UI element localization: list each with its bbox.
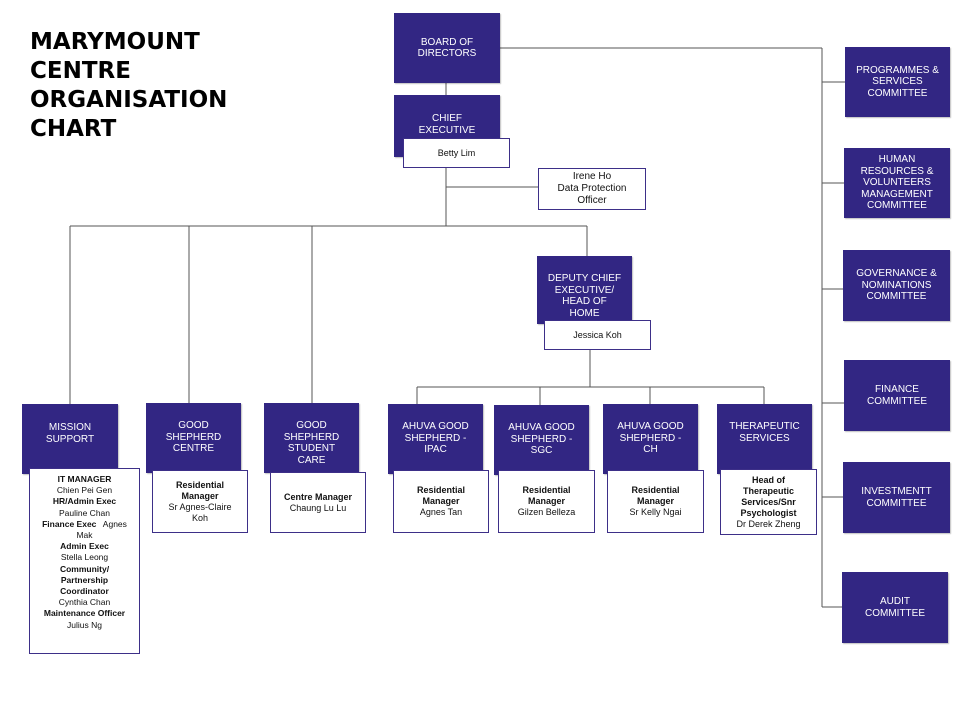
deputy-chief-executive-box: DEPUTY CHIEF EXECUTIVE/ HEAD OF HOME [537,256,632,324]
title-line: CHART [30,116,117,142]
programmes-services-committee-box: PROGRAMMES & SERVICES COMMITTEE [845,47,950,117]
good-shepherd-centre-box: GOOD SHEPHERD CENTRE [146,403,241,473]
dpo-name: Irene Ho [572,171,612,182]
chief-executive-name-text: Betty Lim [437,147,476,158]
staff-name: Agnes Tan [419,507,463,517]
staff-name: Chien Pei Gen [56,485,113,496]
finance-exec-line: Finance Exec Agnes Mak [34,519,135,541]
staff-title: Finance Exec [42,518,97,529]
staff-name: Chaung Lu Lu [289,502,347,513]
mission-support-box: MISSION SUPPORT [22,404,118,474]
staff-name: Gilzen Belleza [517,507,576,517]
staff-name: Stella Leong [60,552,109,563]
title-line: ORGANISATION [30,87,228,113]
board-of-directors-box: BOARD OF DIRECTORS [394,13,500,83]
therapeutic-services-box: THERAPEUTIC SERVICES [717,404,812,474]
staff-title: IT MANAGER [57,474,112,484]
staff-name: Cynthia Chan [58,597,111,608]
title-line: CENTRE [30,58,131,84]
staff-title: Admin Exec [60,541,109,552]
good-shepherd-student-care-box: GOOD SHEPHERD STUDENT CARE [264,403,359,473]
staff-name: Agnes Mak [76,518,127,541]
staff-title: Centre Manager [283,491,353,502]
ahuva-sgc-box: AHUVA GOOD SHEPHERD - SGC [494,405,589,475]
ahuva-ch-box: AHUVA GOOD SHEPHERD - CH [603,404,698,474]
staff-name: Dr Derek Zheng [736,518,801,529]
ahuva-ch-staff: Residential Manager Sr Kelly Ngai [607,470,704,533]
mission-support-staff: IT MANAGER Chien Pei Gen HR/Admin Exec P… [29,468,140,654]
deputy-name-text: Jessica Koh [573,329,622,340]
staff-name: Sr Kelly Ngai [629,507,682,517]
staff-title: Residential Manager [522,485,571,506]
chief-executive-name: Betty Lim [403,138,510,168]
staff-title: HR/Admin Exec [52,496,117,507]
hr-volunteers-committee-box: HUMAN RESOURCES & VOLUNTEERS MANAGEMENT … [844,148,950,218]
staff-title: Community/ Partnership Coordinator [59,563,110,597]
staff-name: Sr Agnes-Claire Koh [168,501,232,523]
chart-title: MARYMOUNT CENTRE ORGANISATION CHART [30,28,227,144]
staff-title: Residential Manager [631,485,680,506]
good-shepherd-centre-staff: Residential Manager Sr Agnes-Claire Koh [152,470,248,533]
ahuva-ipac-box: AHUVA GOOD SHEPHERD - IPAC [388,404,483,474]
staff-title: Residential Manager [416,485,465,506]
title-line: MARYMOUNT [30,29,200,55]
data-protection-officer-box: Irene Ho Data Protection Officer [538,168,646,210]
investment-committee-box: INVESTMENTT COMMITTEE [843,462,950,533]
staff-title: Maintenance Officer [43,608,126,619]
finance-committee-box: FINANCE COMMITTEE [844,360,950,431]
staff-title: Head of Therapeutic Services/Snr Psychol… [740,474,797,518]
staff-title: Residential Manager [175,479,224,501]
deputy-chief-executive-name: Jessica Koh [544,320,651,350]
staff-name: Julius Ng [67,619,102,630]
governance-nominations-committee-box: GOVERNANCE & NOMINATIONS COMMITTEE [843,250,950,321]
audit-committee-box: AUDIT COMMITTEE [842,572,948,643]
dpo-role: Data Protection Officer [557,183,627,206]
ahuva-sgc-staff: Residential Manager Gilzen Belleza [498,470,595,533]
therapeutic-services-staff: Head of Therapeutic Services/Snr Psychol… [720,469,817,535]
ahuva-ipac-staff: Residential Manager Agnes Tan [393,470,489,533]
good-shepherd-student-care-staff: Centre Manager Chaung Lu Lu [270,472,366,533]
staff-name: Pauline Chan [58,507,111,518]
